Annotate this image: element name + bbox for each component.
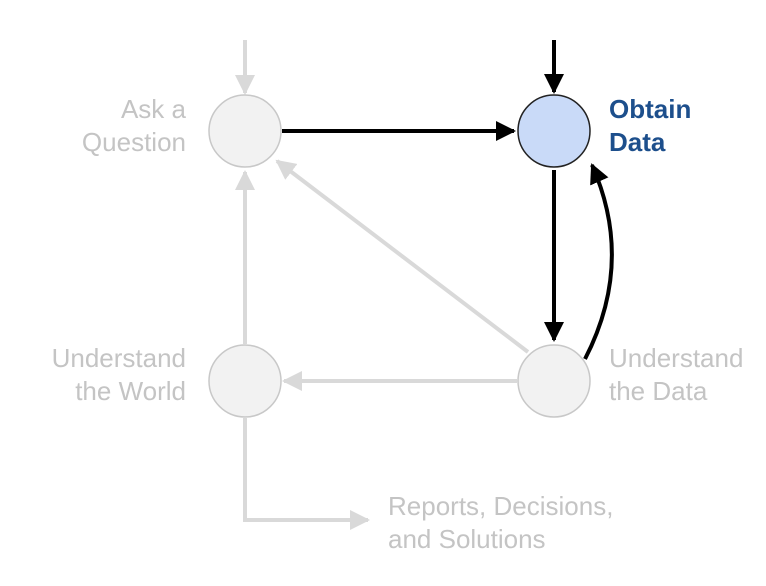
node-ask-a-question xyxy=(208,94,282,168)
label-data-line1: Understand xyxy=(609,343,744,373)
label-output-line2: and Solutions xyxy=(388,524,546,554)
arrow-data-to-obtain xyxy=(583,163,614,360)
label-reports-decisions-solutions: Reports, Decisions, and Solutions xyxy=(388,490,613,556)
label-world-line1: Understand xyxy=(51,343,186,373)
label-obtain-line1: Obtain xyxy=(609,94,692,124)
label-ask-line2: Question xyxy=(81,127,186,157)
label-data-line2: the Data xyxy=(609,376,708,406)
label-output-line1: Reports, Decisions, xyxy=(388,491,614,521)
arrow-world-to-output xyxy=(243,418,370,530)
label-ask-a-question: Ask a Question xyxy=(82,93,186,159)
node-obtain-data xyxy=(517,94,591,168)
arrow-data-to-ask xyxy=(275,159,530,354)
label-obtain-line2: Data xyxy=(609,127,666,157)
node-understand-the-world xyxy=(208,344,282,418)
label-understand-the-data: Understand the Data xyxy=(609,342,743,408)
label-ask-line1: Ask a xyxy=(120,94,186,124)
label-world-line2: the World xyxy=(75,376,186,406)
label-obtain-data: Obtain Data xyxy=(609,93,691,159)
label-understand-the-world: Understand the World xyxy=(52,342,186,408)
node-understand-the-data xyxy=(517,344,591,418)
